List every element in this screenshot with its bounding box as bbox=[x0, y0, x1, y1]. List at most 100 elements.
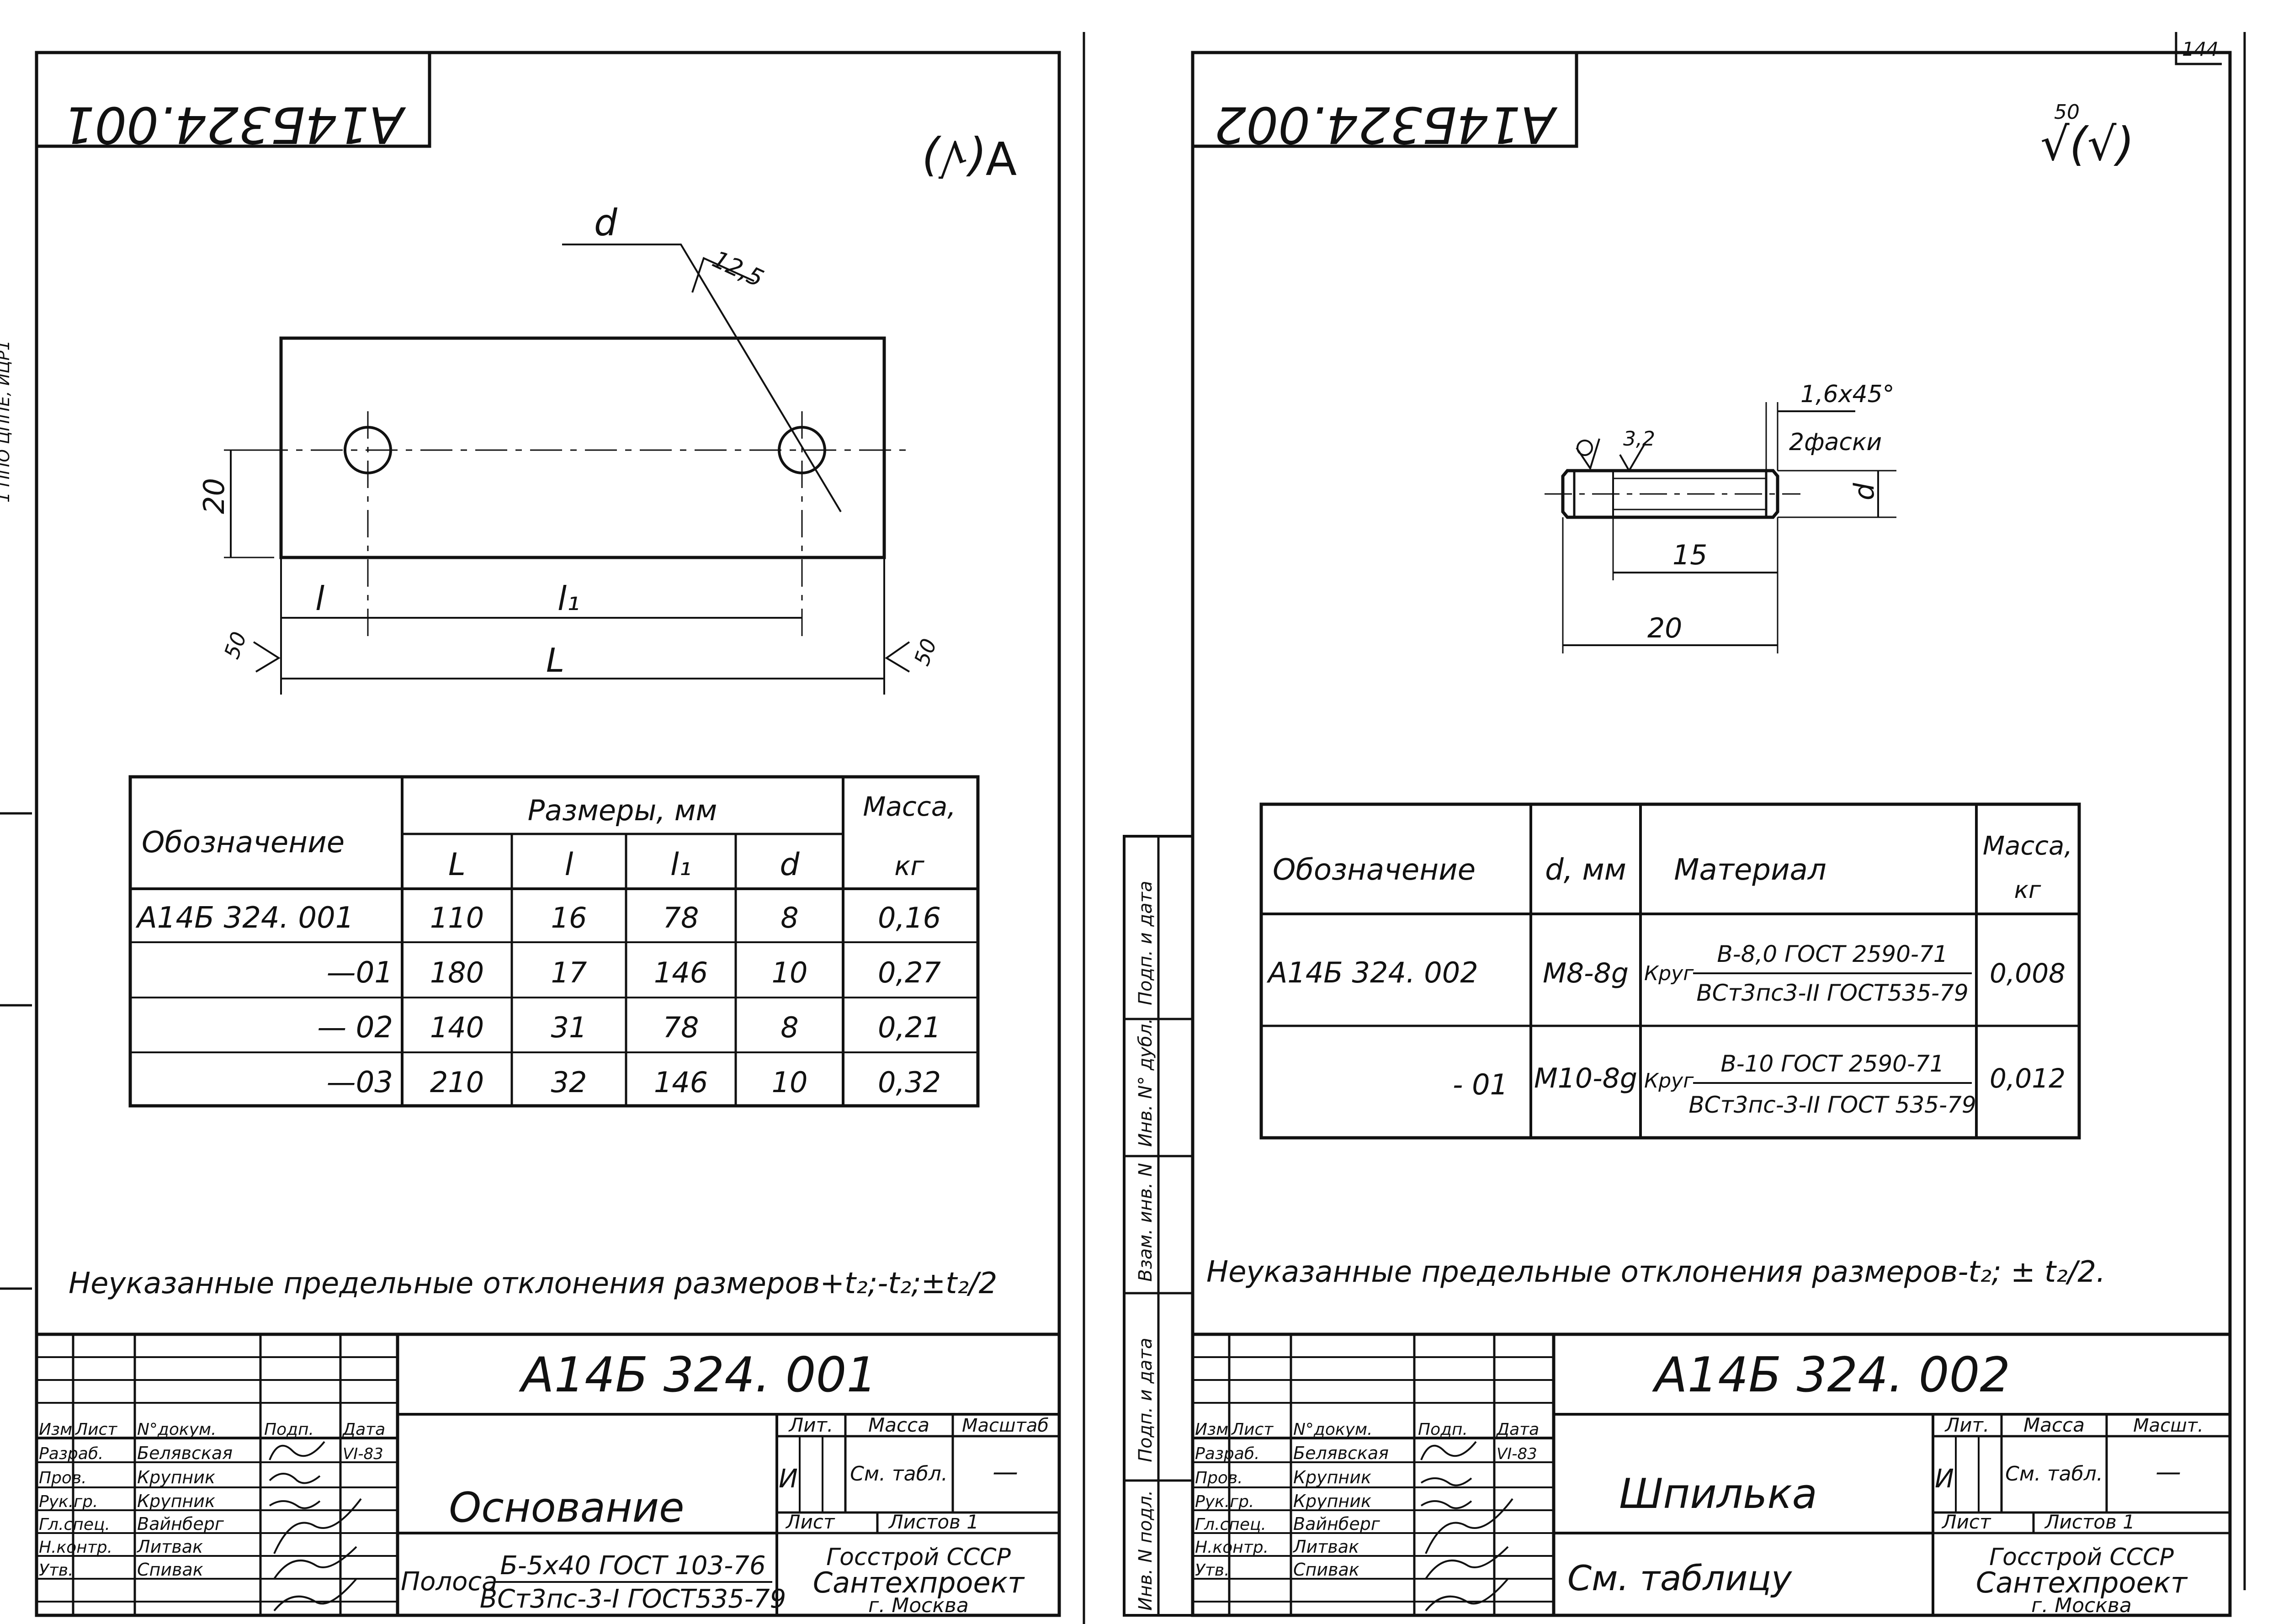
table2-mat-top: В-8,0 ГОСТ 2590-71 bbox=[1717, 941, 1948, 967]
table1-row: —01 180 17 146 10 0,27 bbox=[327, 956, 941, 990]
signature bbox=[269, 1441, 325, 1460]
roughness-mark bbox=[691, 257, 754, 293]
signature bbox=[269, 1473, 321, 1484]
table1-designation: — 02 bbox=[317, 1011, 393, 1045]
head-doc: N°докум. bbox=[137, 1420, 217, 1439]
sheet-1-roughness: ∀(√) bbox=[921, 131, 1017, 184]
table2-row: А14Б 324. 002 М8-8g Круг В-8,0 ГОСТ 2590… bbox=[1266, 941, 2065, 1006]
table1-row: — 02 140 31 78 8 0,21 bbox=[317, 1011, 941, 1045]
signature bbox=[1425, 1578, 1509, 1612]
role-name: Крупник bbox=[137, 1467, 215, 1487]
table1-cell-d: 10 bbox=[772, 956, 808, 989]
table1-cell-d: 8 bbox=[780, 1011, 798, 1044]
signature bbox=[269, 1500, 321, 1509]
table2-cell-d: М8-8g bbox=[1543, 957, 1629, 989]
role-label: Разраб. bbox=[1195, 1444, 1259, 1463]
sheet-2-note: Неуказанные предельные отклонения размер… bbox=[1206, 1255, 2105, 1289]
table1-header-designation: Обозначение bbox=[142, 826, 345, 860]
sheet-label: Лист bbox=[785, 1511, 835, 1533]
sheet-2-name: Шпилька bbox=[1619, 1470, 1817, 1518]
lit-value: И bbox=[1935, 1464, 1954, 1494]
head-date: Дата bbox=[342, 1420, 385, 1439]
table1-col-d: d bbox=[780, 847, 800, 883]
signature bbox=[273, 1578, 357, 1612]
table2-header-designation: Обозначение bbox=[1273, 853, 1476, 887]
role-name: Крупник bbox=[1293, 1491, 1371, 1511]
sheet-2-code: А14Б 324. 002 bbox=[1652, 1347, 2010, 1403]
side-label: Инв. N подл. bbox=[1135, 1490, 1156, 1611]
sheet-1-frame bbox=[35, 51, 1061, 1617]
stud-drawing: 3,2 1,6х45° 2фаски d 15 20 bbox=[1545, 381, 1896, 653]
sheet-1-title-box bbox=[35, 51, 431, 148]
table1-cell-l1: 78 bbox=[663, 901, 699, 934]
sheet-2-title-box bbox=[1191, 51, 1578, 148]
role-name: Вайнберг bbox=[137, 1514, 224, 1534]
scale-label: Масшт. bbox=[2133, 1415, 2203, 1436]
table1-cell-L: 110 bbox=[430, 901, 484, 934]
roughness-symbol bbox=[1576, 438, 1600, 471]
roughness-symbol bbox=[1619, 442, 1646, 472]
sheet-2-roughness-value: 50 bbox=[2054, 101, 2080, 124]
mass-value: См. табл. bbox=[2005, 1462, 2103, 1486]
sheet-1: А14Б324.001 ∀(√) d 12,5 20 l l₁ bbox=[35, 51, 1061, 1617]
rough-right: 50 bbox=[909, 635, 942, 669]
sheets-label: Листов 1 bbox=[2044, 1511, 2135, 1533]
table1-cell-l: 16 bbox=[551, 901, 587, 934]
table2-row: - 01 М10-8g Круг В-10 ГОСТ 2590-71 ВСт3п… bbox=[1453, 1051, 2065, 1118]
material-top: Б-5х40 ГОСТ 103-76 bbox=[500, 1551, 765, 1581]
stud-outline bbox=[1561, 469, 1779, 519]
table1-cell-L: 140 bbox=[430, 1011, 484, 1044]
role-label: Н.контр. bbox=[1195, 1538, 1269, 1557]
role-list: Разраб. Белявская VI-83 Пров. Крупник Ру… bbox=[39, 1443, 383, 1580]
scale-value: — bbox=[2156, 1457, 2181, 1487]
table2-header-mass: Масса, bbox=[1983, 831, 2072, 861]
table2-header-d: d, мм bbox=[1545, 853, 1626, 887]
role-label: Рук.гр. bbox=[1195, 1492, 1254, 1511]
table1-designation: —01 bbox=[327, 956, 393, 990]
dim-15: 15 bbox=[1672, 539, 1707, 571]
table2-designation: А14Б 324. 002 bbox=[1266, 956, 1478, 989]
head-sign: Подп. bbox=[264, 1420, 314, 1439]
dim-l1: l₁ bbox=[557, 579, 580, 618]
sheet-1-note: Неуказанные предельные отклонения размер… bbox=[69, 1267, 997, 1300]
dim-L: L bbox=[546, 641, 564, 679]
lit-label: Лит. bbox=[788, 1414, 834, 1436]
mass-label: Масса bbox=[2023, 1414, 2085, 1436]
signature bbox=[1420, 1441, 1477, 1460]
head-izm: Изм bbox=[39, 1420, 72, 1439]
dim-20: 20 bbox=[1647, 612, 1682, 644]
table1-cell-mass: 0,27 bbox=[878, 956, 941, 989]
left-edge-ticks bbox=[0, 812, 32, 1290]
role-name: Белявская bbox=[1293, 1443, 1389, 1463]
table1-cell-l1: 146 bbox=[654, 956, 708, 989]
role-label: Рук.гр. bbox=[39, 1492, 98, 1511]
table2-header-mass-unit: кг bbox=[2014, 876, 2041, 904]
org-1: Госстрой СССР bbox=[1989, 1544, 2174, 1571]
role-label: Пров. bbox=[39, 1469, 87, 1487]
table2-cell-mass: 0,008 bbox=[1990, 958, 2065, 989]
signature bbox=[273, 1498, 362, 1554]
table1-cell-L: 210 bbox=[430, 1066, 484, 1099]
table2-designation: - 01 bbox=[1453, 1068, 1508, 1101]
sheet-1-name: Основание bbox=[449, 1484, 684, 1532]
role-label: Разраб. bbox=[39, 1444, 103, 1463]
table1-col-l1: l₁ bbox=[670, 847, 691, 883]
chamfer-count: 2фаски bbox=[1789, 429, 1882, 456]
sheet-2-title-block bbox=[1193, 1332, 2230, 1615]
table1-cell-mass: 0,32 bbox=[878, 1066, 941, 1099]
role-date: VI-83 bbox=[343, 1445, 383, 1463]
table1-cell-mass: 0,21 bbox=[878, 1011, 941, 1044]
table1-header-mass-unit: кг bbox=[894, 850, 924, 881]
dim-l: l bbox=[315, 579, 324, 618]
role-label: Гл.спец. bbox=[39, 1515, 110, 1534]
head-list: Лист bbox=[1231, 1420, 1274, 1439]
table1-row: —03 210 32 146 10 0,32 bbox=[327, 1066, 941, 1099]
table1-cell-d: 10 bbox=[772, 1066, 808, 1099]
sheet-2-title-mirrored: А14Б324.002 bbox=[1214, 96, 1558, 154]
leader-d bbox=[562, 244, 842, 513]
role-name: Белявская bbox=[137, 1443, 233, 1463]
table1-cell-mass: 0,16 bbox=[878, 901, 941, 934]
table1-cell-l1: 78 bbox=[663, 1011, 699, 1044]
table1-col-L: L bbox=[448, 847, 466, 883]
sheet-1-title-block bbox=[37, 1332, 1059, 1615]
